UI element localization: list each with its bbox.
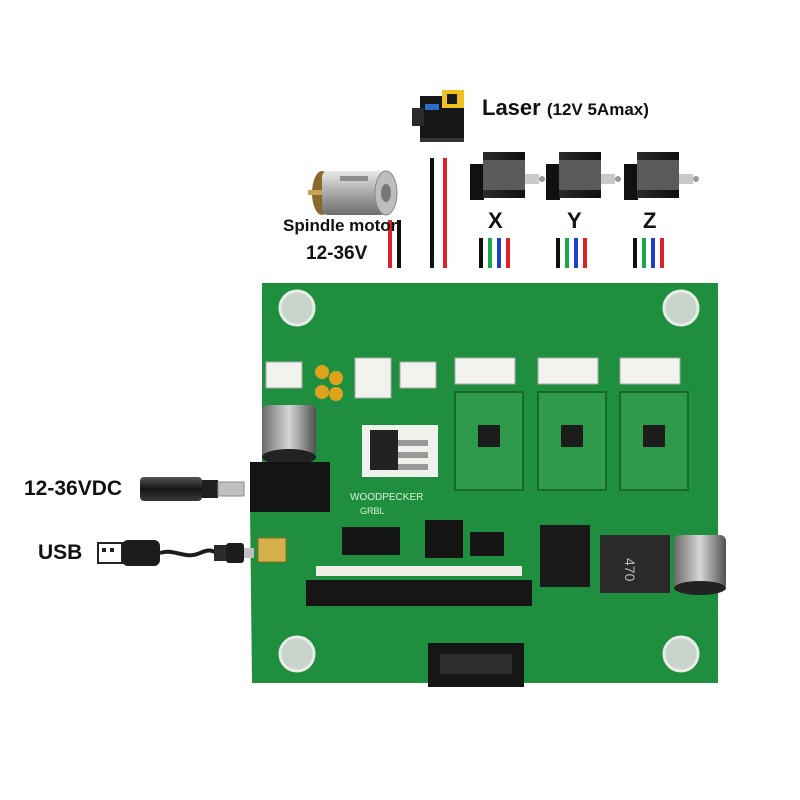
spindle-voltage-label: 12-36V — [306, 243, 368, 264]
axis-z-label: Z — [643, 208, 657, 233]
capacitor — [262, 405, 316, 457]
pin-header — [316, 566, 522, 576]
board-model: GRBL — [360, 506, 385, 516]
laser-label: Laser (12V 5Amax) — [482, 95, 649, 121]
dc-jack — [250, 462, 330, 512]
wire-bundles — [388, 158, 664, 268]
connector-laser — [399, 361, 437, 389]
axis-x-label: X — [488, 208, 503, 233]
usb-cable-icon — [97, 540, 254, 566]
stepper-motor-z-icon — [624, 152, 699, 200]
stepper-motor-x-icon — [470, 152, 545, 200]
mounting-hole — [278, 289, 316, 327]
board-brand: WOODPECKER — [350, 492, 423, 503]
mosfet — [540, 525, 590, 587]
inductor — [600, 535, 670, 593]
mounting-hole — [662, 289, 700, 327]
dc-motor-icon — [308, 170, 398, 216]
axis-y-label: Y — [567, 208, 582, 233]
mounting-hole — [662, 635, 700, 673]
connector-y — [537, 357, 599, 385]
power-input-label: 12-36VDC — [24, 477, 123, 500]
ic-chip — [342, 527, 400, 555]
inductor-mark: 470 — [622, 558, 638, 582]
laser-label-spec: (12V 5Amax) — [546, 100, 649, 119]
dc-barrel-plug-icon — [140, 477, 245, 501]
capacitor — [674, 535, 726, 590]
stepper-motor-y-icon — [546, 152, 621, 200]
laser-label-main: Laser — [482, 95, 541, 120]
connector-x — [454, 357, 516, 385]
connector-z — [619, 357, 681, 385]
mcu-chip — [425, 520, 463, 558]
connector-fan — [354, 357, 392, 399]
ic-chip — [470, 532, 504, 556]
usb-port — [257, 537, 287, 563]
laser-module-icon — [412, 90, 464, 142]
controller-board: WOODPECKER GRBL 470 — [250, 283, 726, 687]
usb-input-label: USB — [38, 541, 83, 564]
pin-header — [306, 580, 532, 606]
mounting-hole — [278, 635, 316, 673]
spindle-motor-label: Spindle motor — [283, 216, 398, 235]
connector-spindle — [265, 361, 303, 389]
